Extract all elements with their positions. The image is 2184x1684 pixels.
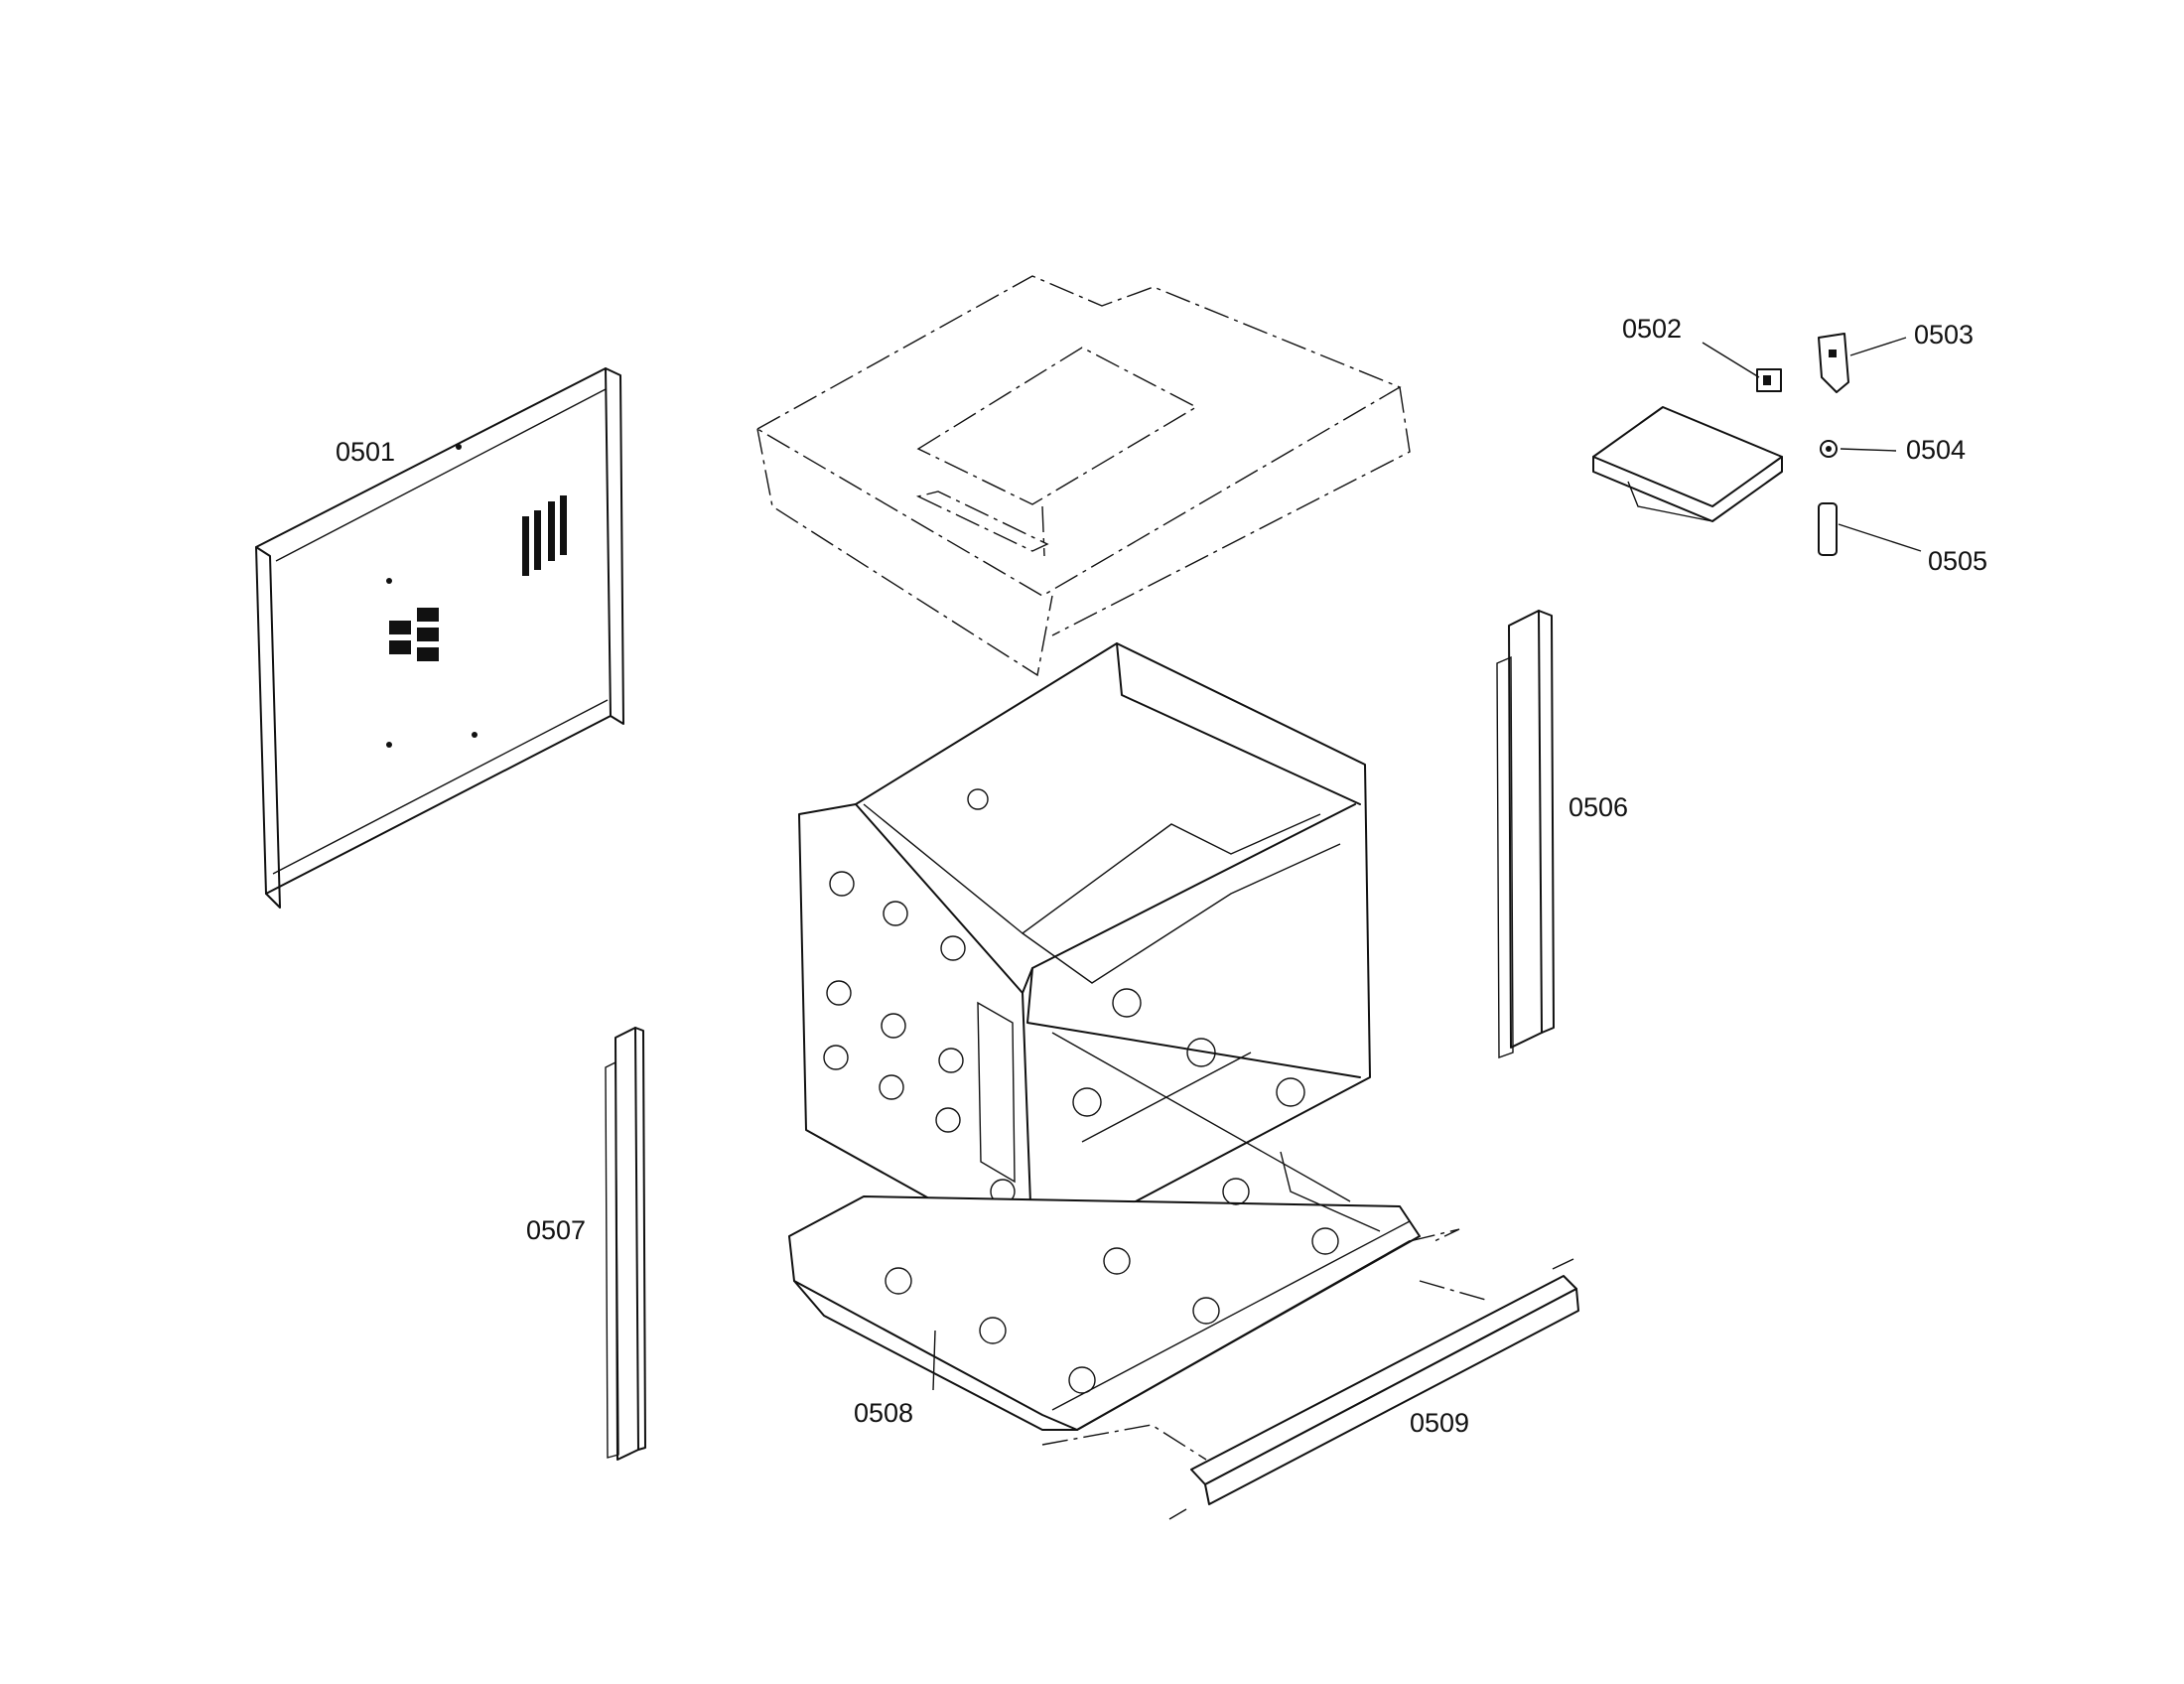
right-side-trim-part[interactable] — [1496, 610, 1555, 1058]
small-clip-part[interactable] — [1756, 368, 1782, 392]
spacer-part[interactable] — [1818, 502, 1838, 556]
electronics-box-part[interactable] — [1592, 406, 1783, 522]
top-cover-part[interactable] — [756, 275, 1411, 677]
bracket-part[interactable] — [1818, 333, 1849, 393]
callout-0508: 0508 — [854, 1398, 913, 1428]
vent-slots-upper — [522, 495, 567, 576]
callout-0502: 0502 — [1622, 314, 1682, 344]
rear-panel-part[interactable] — [255, 367, 624, 909]
base-tray-part[interactable] — [788, 1151, 1421, 1431]
callout-0509: 0509 — [1410, 1408, 1469, 1438]
callout-0503: 0503 — [1914, 320, 1974, 350]
callout-labels: 0501 0502 0503 0504 0505 0506 0507 0508 … — [336, 314, 1987, 1438]
callout-0507: 0507 — [526, 1215, 586, 1245]
oven-cavity-frame[interactable] — [798, 642, 1371, 1257]
nut-part[interactable] — [1820, 440, 1838, 458]
left-side-trim-part[interactable] — [605, 1027, 646, 1461]
vent-slots-lower — [389, 608, 439, 661]
leader-lines — [932, 337, 1922, 1391]
callout-0501: 0501 — [336, 437, 395, 467]
oven-cavity-dimples — [823, 788, 1305, 1204]
callout-0504: 0504 — [1906, 435, 1966, 465]
base-tray-dimples — [885, 1178, 1339, 1394]
front-rail-part[interactable] — [1041, 1228, 1579, 1520]
callout-0506: 0506 — [1569, 792, 1628, 822]
callout-0505: 0505 — [1928, 546, 1987, 576]
